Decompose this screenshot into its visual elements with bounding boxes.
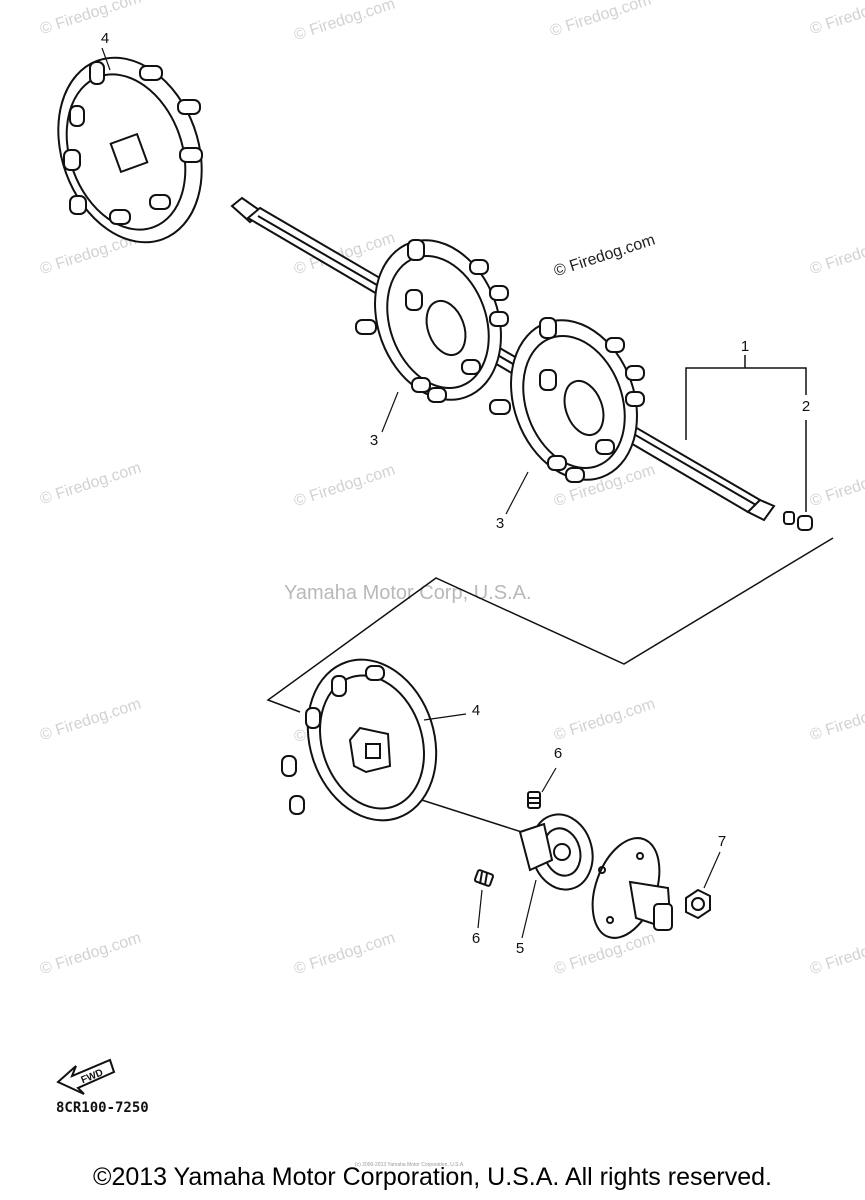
nut-part-2	[783, 511, 813, 531]
callout-label: 3	[495, 515, 505, 532]
callout-label: 6	[471, 930, 481, 947]
sprocket-part-3-left	[355, 239, 509, 403]
nut-part-7	[685, 888, 711, 920]
callout-label: 5	[515, 940, 525, 957]
callout-label: 7	[717, 833, 727, 850]
sprocket-part-4-top	[57, 56, 203, 244]
bearing-part-5	[518, 813, 594, 891]
copyright-footer: ©2013 Yamaha Motor Corporation, U.S.A. A…	[93, 1163, 772, 1191]
hub-flange	[591, 837, 673, 939]
callout-brackets	[685, 355, 807, 512]
center-watermark: Yamaha Motor Corp, U.S.A.	[284, 582, 532, 604]
callout-label: 2	[801, 398, 811, 415]
callout-label: 6	[553, 745, 563, 762]
set-screw-part-6-left	[473, 869, 495, 887]
sprocket-part-3-right	[489, 317, 645, 483]
callout-leaders	[101, 47, 721, 939]
drive-shaft-part-1	[230, 196, 776, 522]
sprocket-part-4-bottom	[281, 658, 438, 822]
fwd-arrow-icon	[56, 1058, 116, 1095]
callout-label: 3	[369, 432, 379, 449]
callout-label: 4	[471, 702, 481, 719]
part-code: 8CR100-7250	[56, 1100, 149, 1116]
set-screw-part-6-top	[527, 791, 541, 809]
callout-label: 1	[740, 338, 750, 355]
small-notice: (c) 2000-2013 Yamaha Motor Corporation, …	[355, 1162, 465, 1168]
callout-label: 4	[100, 30, 110, 47]
